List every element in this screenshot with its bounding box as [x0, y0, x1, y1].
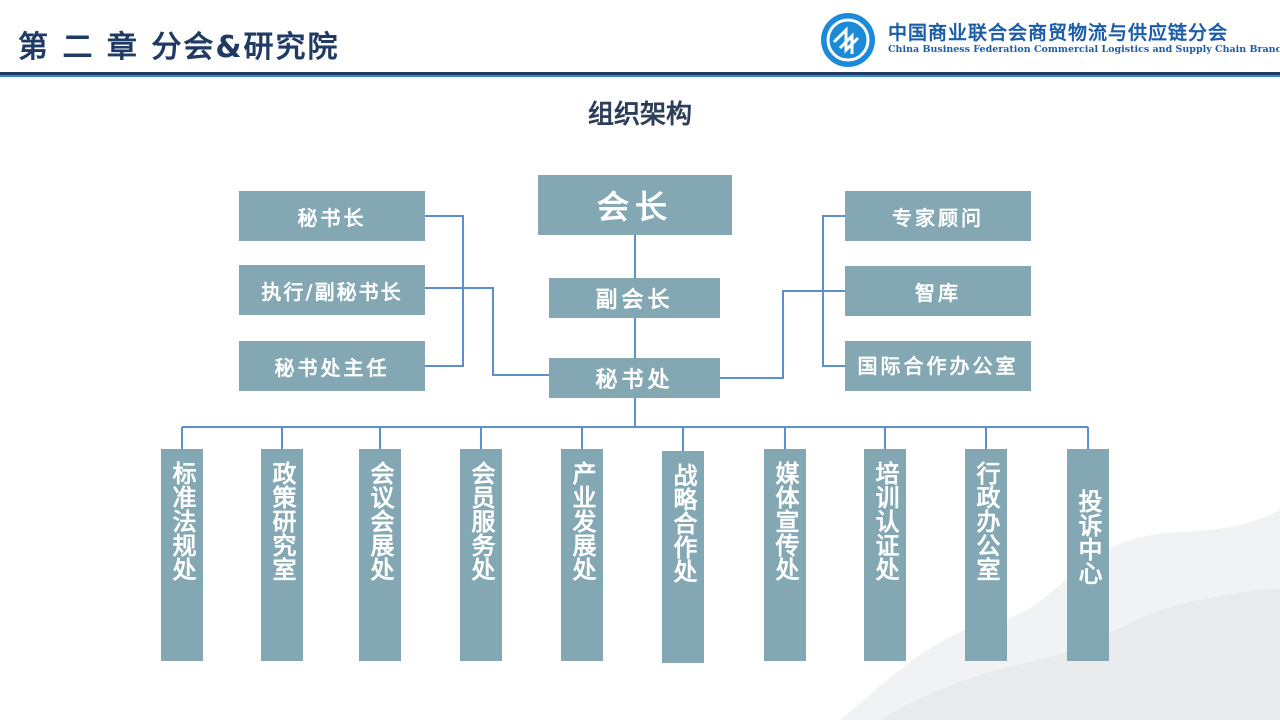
executive-deputy-secretary-general-box: 执行/副秘书长: [239, 265, 425, 315]
diagram-title: 组织架构: [587, 100, 692, 130]
department-box: 会议会展处: [359, 449, 401, 661]
department-box: 培训认证处: [864, 449, 906, 661]
header-rule: [0, 72, 1280, 75]
department-box: 投诉中心: [1067, 449, 1109, 661]
department-box: 产业发展处: [561, 449, 603, 661]
secretariat-box: 秘书处: [549, 358, 720, 398]
organization-name-en: China Business Federation Commercial Log…: [888, 44, 1280, 55]
department-box: 会员服务处: [460, 449, 502, 661]
department-box: 战略合作处: [662, 451, 704, 663]
header-accent-rule: [0, 75, 1280, 77]
secretary-general-box: 秘书长: [239, 191, 425, 241]
international-cooperation-office-box: 国际合作办公室: [845, 341, 1031, 391]
organization-name-cn: 中国商业联合会商贸物流与供应链分会: [888, 22, 1229, 44]
department-box: 行政办公室: [965, 449, 1007, 661]
expert-advisor-box: 专家顾问: [845, 191, 1031, 241]
department-box: 媒体宣传处: [764, 449, 806, 661]
secretariat-director-box: 秘书处主任: [239, 341, 425, 391]
think-tank-box: 智库: [845, 266, 1031, 316]
chapter-title: 第 二 章 分会&研究院: [18, 30, 340, 65]
vice-president-box: 副会长: [549, 278, 720, 318]
president-box: 会长: [538, 175, 732, 235]
department-box: 标准法规处: [161, 449, 203, 661]
slide-header: 第 二 章 分会&研究院 中国商业联合会商贸物流与供应链分会 China Bus…: [0, 0, 1280, 78]
globe-logo-icon: [821, 13, 875, 67]
department-box: 政策研究室: [261, 449, 303, 661]
